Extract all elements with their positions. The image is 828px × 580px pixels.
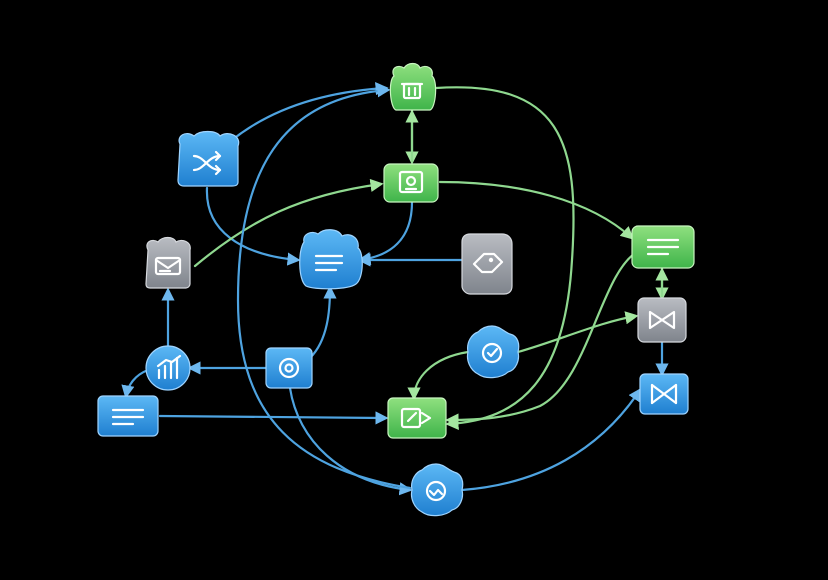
target-icon (278, 357, 300, 379)
edge-check-to-export (407, 350, 470, 401)
node-shuffle[interactable] (177, 130, 240, 187)
node-crossed[interactable] (639, 373, 689, 415)
edge-shuffle-to-doc-center (205, 186, 301, 266)
node-trash[interactable] (389, 62, 437, 111)
edge-target-to-doc-center (308, 285, 337, 360)
export-arrow-icon (400, 407, 432, 429)
node-bowtie[interactable] (637, 297, 687, 343)
envelope-icon (154, 256, 182, 276)
edge-chart-to-doc-left (121, 368, 150, 399)
bar-chart-icon (156, 354, 182, 380)
document-lines-icon (314, 254, 344, 272)
document-lines-icon (111, 408, 145, 426)
crossed-arrows-icon (650, 383, 678, 405)
edge-message-to-frame (193, 178, 384, 268)
edge-frame-to-doc-center (357, 200, 414, 266)
tag-icon (472, 252, 504, 274)
edge-shuffle-to-trash (230, 82, 389, 142)
node-check[interactable] (466, 325, 520, 379)
shuffle-icon (192, 150, 222, 176)
node-tag[interactable] (461, 233, 513, 295)
edge-target-to-badge (288, 386, 413, 496)
edge-doc-right-to-export (445, 248, 642, 427)
document-lines-icon (646, 238, 680, 256)
node-chart[interactable] (145, 345, 191, 391)
edge-doc-left-to-export (158, 411, 389, 425)
edge-trash-to-export (434, 86, 575, 430)
bowtie-icon (648, 310, 676, 330)
nodes (97, 62, 695, 517)
check-circle-icon (481, 342, 503, 364)
node-export[interactable] (387, 397, 447, 439)
node-frame[interactable] (383, 163, 439, 203)
image-frame-icon (398, 170, 424, 194)
node-doc-center[interactable] (299, 229, 363, 290)
edge-badge-to-trash (236, 84, 412, 490)
edges (121, 82, 669, 496)
node-badge[interactable] (410, 463, 464, 517)
wave-check-icon (425, 480, 447, 502)
edge-frame-to-doc-right (438, 180, 634, 240)
node-doc-right[interactable] (631, 225, 695, 269)
node-message[interactable] (145, 236, 191, 289)
node-doc-left[interactable] (97, 395, 159, 437)
edge-badge-to-crossed (460, 387, 642, 492)
trash-icon (400, 82, 424, 100)
node-target[interactable] (265, 347, 313, 389)
edge-check-to-bowtie (516, 311, 639, 354)
